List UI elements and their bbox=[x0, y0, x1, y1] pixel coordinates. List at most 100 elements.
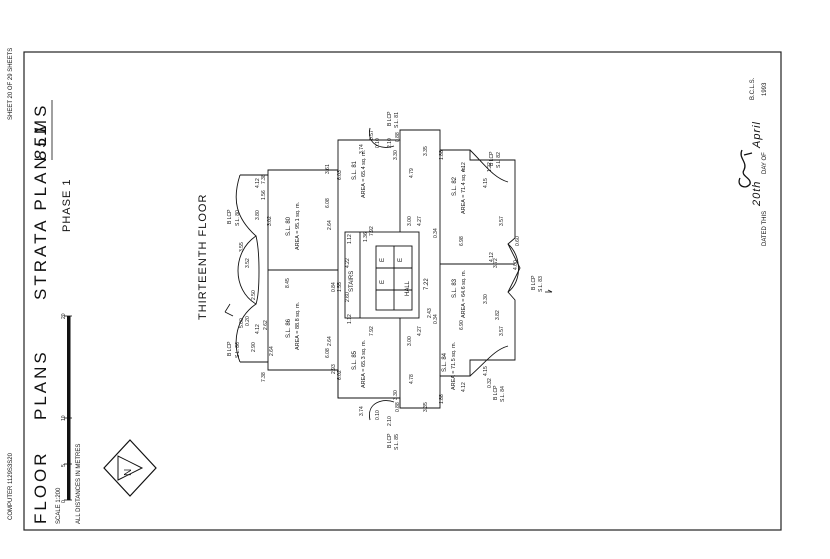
dim-1-88-a: 1.88 bbox=[439, 150, 445, 160]
unit-86-name: S.L. 86 bbox=[286, 318, 292, 338]
lcp-84-b: S.L. 84 bbox=[500, 386, 506, 402]
unit-83-area: AREA = 64.6 sq. m. bbox=[461, 269, 467, 318]
dim-1-55: 1.55 bbox=[337, 282, 343, 292]
dim-3-00-b: 3.00 bbox=[407, 336, 413, 346]
dim-0-32: 0.32 bbox=[487, 378, 493, 388]
dim-3-55: 3.55 bbox=[239, 242, 245, 252]
dim-1-36: 1.36 bbox=[363, 232, 369, 242]
dim-6-02: 6.02 bbox=[337, 370, 343, 380]
dim-6-98: 6.98 bbox=[459, 236, 465, 246]
dim-2-93: 2.93 bbox=[331, 364, 337, 374]
core-hall: HALL bbox=[405, 280, 411, 296]
dim-4-27-b: 4.27 bbox=[417, 326, 423, 336]
dim-0-20: 0.20 bbox=[245, 316, 251, 326]
unit-85-area: AREA = 65.3 sq. m. bbox=[361, 339, 367, 388]
dim-1-12-a: 1.12 bbox=[347, 234, 353, 244]
dim-3-57-b: 3.57 bbox=[499, 326, 505, 336]
dim-2-64-b: 2.64 bbox=[327, 336, 333, 346]
unit-85-name: S.L. 85 bbox=[352, 350, 358, 370]
lcp-83-b: S.L. 83 bbox=[538, 276, 544, 292]
leader-arrows bbox=[224, 289, 553, 317]
dim-3-74-a: 3.74 bbox=[359, 144, 365, 154]
dim-2-10-b: 2.10 bbox=[387, 416, 393, 426]
dated-month: April bbox=[751, 120, 763, 148]
lcp-83-a: B LCP bbox=[531, 275, 537, 290]
unit-81-area: AREA = 65.4 sq. m. bbox=[361, 149, 367, 198]
dim-6-08-a: 6.08 bbox=[325, 198, 331, 208]
lcp-85-a: B LCP bbox=[387, 433, 393, 448]
dim-3-00-a: 3.00 bbox=[407, 216, 413, 226]
dim-3-30-b: 3.30 bbox=[393, 150, 399, 160]
unit-84-area: AREA = 71.5 sq. m. bbox=[451, 341, 457, 390]
core-stairs: STAIRS bbox=[349, 270, 355, 292]
unit-80-area: AREA = 95.1 sq. m. bbox=[295, 201, 301, 250]
dim-1-56: 1.56 bbox=[261, 190, 267, 200]
dim-3-57-a: 3.57 bbox=[499, 216, 505, 226]
lcp-85-b: S.L. 85 bbox=[394, 434, 400, 450]
north-arrow bbox=[103, 439, 157, 497]
dim-7-38-b: 7.38 bbox=[261, 372, 267, 382]
dim-6-03: 6.03 bbox=[337, 170, 343, 180]
dim-3-74-b: 3.74 bbox=[359, 406, 365, 416]
dim-3-61: 3.61 bbox=[325, 164, 331, 174]
unit-83-name: S.L. 83 bbox=[452, 278, 458, 298]
floor-label: THIRTEENTH FLOOR bbox=[197, 193, 209, 320]
dim-4-00: 4.00 bbox=[513, 260, 519, 270]
dim-1-12-b: 1.12 bbox=[347, 314, 353, 324]
dim-3-30-a: 3.30 bbox=[483, 294, 489, 304]
lcp-84-a: B LCP bbox=[493, 385, 499, 400]
dim-4-15-b: 4.15 bbox=[483, 366, 489, 376]
dim-0-34-b: 0.34 bbox=[433, 314, 439, 324]
unit-82-area: AREA = 71.4 sq. m. bbox=[461, 165, 467, 214]
core-elevator-2: E bbox=[380, 279, 386, 284]
dim-0-60: 0.60 bbox=[515, 236, 521, 246]
dim-7-92-b: 7.92 bbox=[369, 326, 375, 336]
dim-3-82: 3.82 bbox=[495, 310, 501, 320]
dim-6-08-b: 6.08 bbox=[325, 348, 331, 358]
dim-4-15-a: 4.15 bbox=[483, 178, 489, 188]
dim-1-88-b: 1.88 bbox=[439, 394, 445, 404]
dim-3-35-a: 3.35 bbox=[423, 146, 429, 156]
unit-82-name: S.L. 82 bbox=[452, 176, 458, 196]
lcp-81-a: B LCP bbox=[387, 111, 393, 126]
dim-2-50: 2.50 bbox=[251, 290, 257, 300]
unit-80-name: S.L. 80 bbox=[286, 216, 292, 236]
unit-81-name: S.L. 81 bbox=[352, 160, 358, 180]
dim-0-34-a: 0.34 bbox=[433, 228, 439, 238]
dated-year: 1993 bbox=[762, 82, 768, 96]
core-hall-dim: 7.22 bbox=[424, 278, 430, 290]
lcp-86-a: B LCP bbox=[227, 341, 233, 356]
dim-0-88-b: 0.88 bbox=[395, 402, 401, 412]
dim-7-92-a: 7.92 bbox=[369, 226, 375, 236]
dim-6-90: 6.90 bbox=[459, 320, 465, 330]
dated-mid: DAY OF bbox=[762, 152, 768, 174]
dim-3-02: 3.02 bbox=[267, 216, 273, 226]
dim-2-43: 2.43 bbox=[427, 308, 433, 318]
dim-2-90: 2.90 bbox=[251, 342, 257, 352]
dim-3-30-c: 3.30 bbox=[393, 390, 399, 400]
dim-0-10-a: 0.10 bbox=[375, 138, 381, 148]
dim-4-12-b: 4.12 bbox=[461, 382, 467, 392]
dim-4-12-c: 4.12 bbox=[255, 324, 261, 334]
dim-4-27-a: 4.27 bbox=[417, 216, 423, 226]
core-elevator-3: E bbox=[398, 257, 404, 262]
surveyor-signature bbox=[738, 149, 753, 188]
lcp-80-a: B LCP bbox=[227, 209, 233, 224]
dim-2-10-a: 2.10 bbox=[387, 138, 393, 148]
dim-0-88-a: 0.88 bbox=[395, 132, 401, 142]
building-outline bbox=[235, 127, 521, 421]
dim-2-64-c: 2.64 bbox=[269, 346, 275, 356]
dim-4-12-d: 4.12 bbox=[255, 178, 261, 188]
dated-prefix: DATED THIS bbox=[762, 210, 768, 246]
unit-86-area: AREA = 88.8 sq. m. bbox=[295, 301, 301, 350]
dim-0-10-b: 0.10 bbox=[375, 410, 381, 420]
dim-4-22: 4.22 bbox=[345, 258, 351, 268]
dim-3-80: 3.80 bbox=[255, 210, 261, 220]
dim-2-60: 2.60 bbox=[345, 292, 351, 302]
dim-4-78: 4.78 bbox=[409, 374, 415, 384]
dim-4-12-e: 4.12 bbox=[489, 252, 495, 262]
dated-day: 20th bbox=[751, 180, 763, 206]
